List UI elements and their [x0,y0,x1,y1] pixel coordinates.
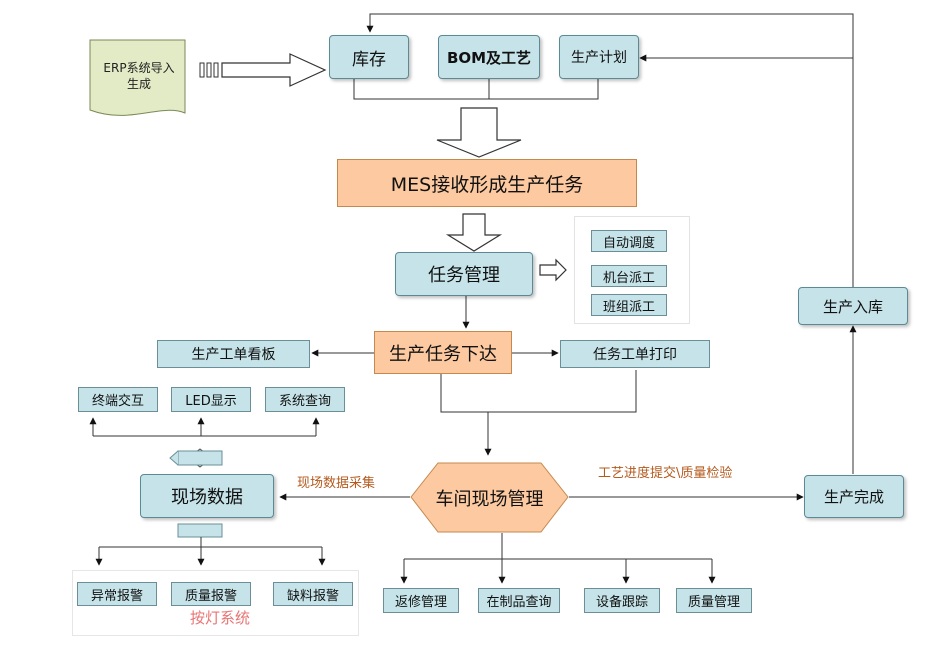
terminal-interaction-box: 终端交互 [78,387,158,412]
bom-process-box: BOM及工艺 [438,35,540,79]
task-management-box: 任务管理 [395,252,533,296]
double-arrow-lower-body [177,523,223,538]
production-done-box: 生产完成 [804,475,904,518]
wip-query-box: 在制品查询 [478,588,560,613]
team-dispatch-box: 班组派工 [591,294,667,316]
inventory-box: 库存 [329,35,409,79]
hollow-arrow-down-1 [436,107,522,158]
workshop-hexagon [410,462,569,533]
work-order-kanban-box: 生产工单看板 [157,340,310,368]
loop-line [366,13,854,287]
machine-dispatch-box: 机台派工 [591,265,667,287]
rework-management-box: 返修管理 [383,588,459,613]
erp-note-shape [89,39,186,116]
hollow-arrow-erp [221,53,327,87]
workshop-management-label: 车间现场管理 [435,489,544,510]
warehouse-in-box: 生产入库 [798,287,908,325]
field-collect-label: 现场数据采集 [297,476,376,491]
quality-alarm-box: 质量报警 [171,582,251,606]
process-submit-label: 工艺进度提交\质量检验 [598,466,733,481]
erp-note-text: ERP系统导入 生成 [103,61,175,91]
led-display-box: LED显示 [171,387,251,412]
material-shortage-alarm-box: 缺料报警 [273,582,353,606]
hollow-arrow-down-2 [445,213,503,252]
abnormal-alarm-box: 异常报警 [77,582,157,606]
work-order-print-box: 任务工单打印 [560,340,710,368]
task-issue-box: 生产任务下达 [374,331,512,374]
bracket-to-workshop [440,370,637,413]
system-query-box: 系统查询 [265,387,345,412]
top-bracket-left [353,78,599,100]
andon-system-label: 按灯系统 [189,609,250,627]
double-arrow-upper-body [177,450,223,466]
hollow-arrow-right [539,258,567,282]
bar-2 [206,62,212,78]
production-plan-box: 生产计划 [559,35,639,79]
equipment-tracking-box: 设备跟踪 [584,588,660,613]
double-arrow-upper-tip-l [169,450,179,466]
auto-dispatch-box: 自动调度 [591,230,667,252]
mes-task-box: MES接收形成生产任务 [337,159,637,207]
field-data-box: 现场数据 [140,474,274,518]
quality-management-box: 质量管理 [676,588,752,613]
bar-3 [213,62,219,78]
bar-1 [199,62,205,78]
